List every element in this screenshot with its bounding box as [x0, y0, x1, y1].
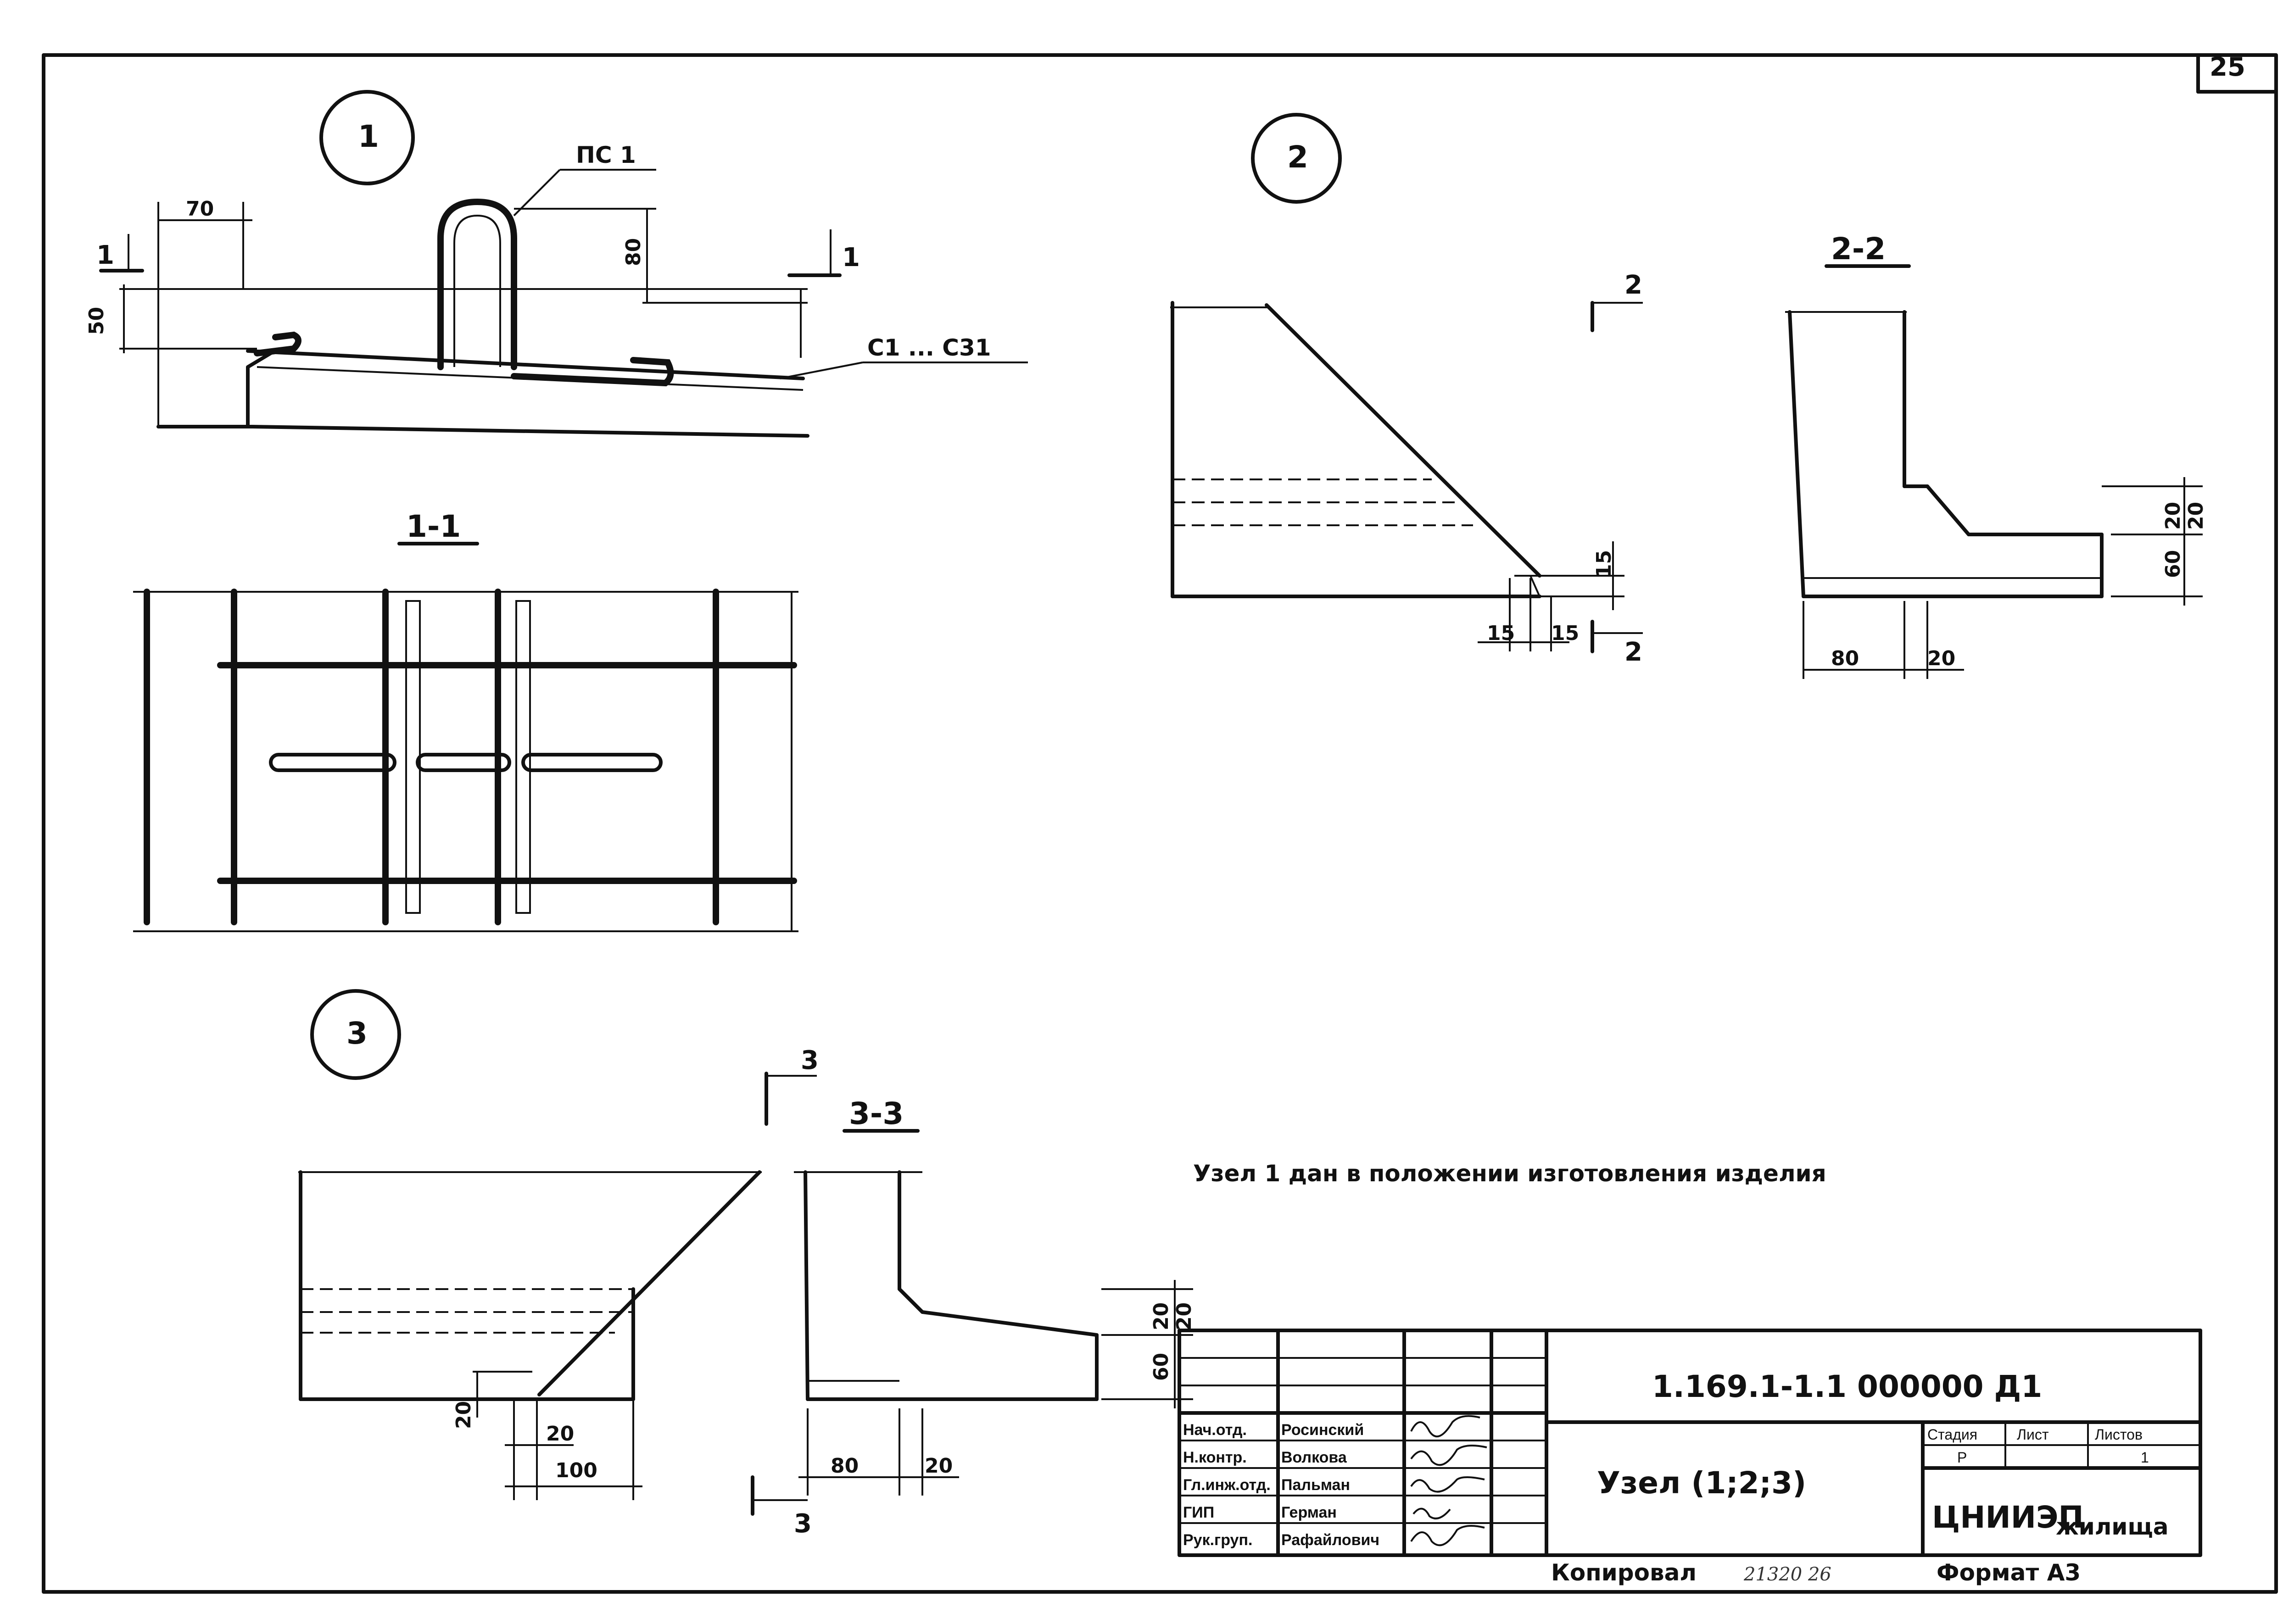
sheet-number: 25	[2210, 52, 2245, 82]
callout-node-1-label: 1	[358, 119, 379, 154]
document-code: 1.169.1-1.1 000000 Д1	[1652, 1369, 2042, 1404]
section-3-3-drawing: 3-3 20 20 60 80 20	[794, 1096, 1196, 1496]
dim-20-section-3-3-c: 20	[925, 1454, 953, 1478]
dim-20-mid: 20	[2184, 502, 2208, 530]
node-1-drawing: 1 ПС 1 С1 ... С31 70 50 80	[85, 90, 1028, 438]
cut-mark-2-top: 2	[1624, 270, 1642, 300]
copied-number: 21320 26	[1743, 1564, 1831, 1585]
drawing-note: Узел 1 дан в положении изготовления изде…	[1193, 1160, 1826, 1187]
dim-80: 80	[622, 238, 645, 266]
dim-20-node-3-b: 20	[546, 1422, 574, 1446]
node-2-drawing: 2 15 15 15 2 2	[1170, 113, 1643, 667]
cut-mark-1-right: 1	[842, 243, 860, 273]
stage-value: Р	[1957, 1449, 1967, 1466]
sheet-header: Лист	[2017, 1426, 2049, 1443]
dim-20-section-3-3-b: 20	[1172, 1302, 1196, 1330]
signature-0	[1410, 1415, 1480, 1438]
callout-node-2	[1251, 113, 1342, 204]
format-label: Формат А3	[1937, 1559, 2081, 1586]
organization-name: ЦНИИЭП	[1932, 1500, 2084, 1535]
signature-4	[1410, 1525, 1485, 1546]
section-1-1-title: 1-1	[406, 509, 461, 544]
stage-header: Стадия	[1927, 1426, 1977, 1443]
dim-80-section-2-2: 80	[1831, 647, 1859, 670]
section-1-1-drawing: 1-1	[133, 509, 798, 932]
cut-mark-2-bottom: 2	[1624, 637, 1642, 667]
dim-20-node-3: 20	[452, 1401, 475, 1429]
name-3: Герман	[1281, 1504, 1337, 1521]
dim-15-vertical: 15	[1592, 550, 1616, 578]
node-3-drawing: 3 20 20 100 3 3	[298, 989, 819, 1539]
dim-20-top: 20	[2161, 502, 2185, 530]
name-0: Росинский	[1281, 1421, 1364, 1439]
drawing-title: Узел (1;2;3)	[1597, 1465, 1806, 1501]
cut-mark-3-bottom: 3	[794, 1509, 812, 1539]
label-ps1: ПС 1	[576, 142, 636, 168]
section-2-2-title: 2-2	[1831, 231, 1886, 267]
sheets-value: 1	[2141, 1449, 2149, 1466]
name-1: Волкова	[1281, 1449, 1347, 1466]
dim-20-section-3-3-a: 20	[1150, 1302, 1173, 1330]
dim-50: 50	[85, 307, 108, 335]
signature-1	[1410, 1445, 1487, 1466]
dim-60-section-3-3: 60	[1150, 1353, 1173, 1381]
role-4: Рук.груп.	[1183, 1531, 1252, 1549]
dim-15-left: 15	[1487, 622, 1515, 645]
role-0: Нач.отд.	[1183, 1421, 1247, 1439]
copied-label: Копировал	[1551, 1559, 1697, 1586]
callout-node-1	[319, 90, 415, 185]
role-3: ГИП	[1183, 1504, 1214, 1521]
dim-80-section-3-3: 80	[831, 1454, 859, 1478]
cut-mark-1-left: 1	[96, 240, 114, 270]
label-c1-c31: С1 ... С31	[867, 334, 991, 361]
section-3-3-title: 3-3	[849, 1096, 904, 1131]
title-block: 1.169.1-1.1 000000 Д1 Узел (1;2;3) Нач.о…	[1178, 1329, 2202, 1557]
sheets-header: Листов	[2095, 1426, 2143, 1443]
name-4: Рафайлович	[1281, 1531, 1379, 1549]
cut-mark-3-top: 3	[801, 1046, 819, 1075]
signature-2	[1410, 1476, 1485, 1493]
sheet-frame	[42, 53, 2278, 1594]
callout-node-3-label: 3	[346, 1016, 368, 1051]
dim-70: 70	[186, 197, 214, 221]
dim-100: 100	[555, 1459, 597, 1482]
callout-node-3	[310, 989, 401, 1080]
section-2-2-drawing: 2-2 20 20 60 80 20	[1785, 231, 2208, 679]
role-2: Гл.инж.отд.	[1183, 1476, 1271, 1494]
dim-15-right: 15	[1551, 622, 1579, 645]
signature-3	[1412, 1507, 1451, 1519]
dim-20-section-2-2: 20	[1927, 647, 1955, 670]
role-1: Н.контр.	[1183, 1449, 1247, 1466]
name-2: Пальман	[1281, 1476, 1350, 1494]
callout-node-2-label: 2	[1287, 139, 1308, 175]
dim-60: 60	[2161, 550, 2185, 578]
organization-suffix: жилища	[2056, 1513, 2168, 1540]
